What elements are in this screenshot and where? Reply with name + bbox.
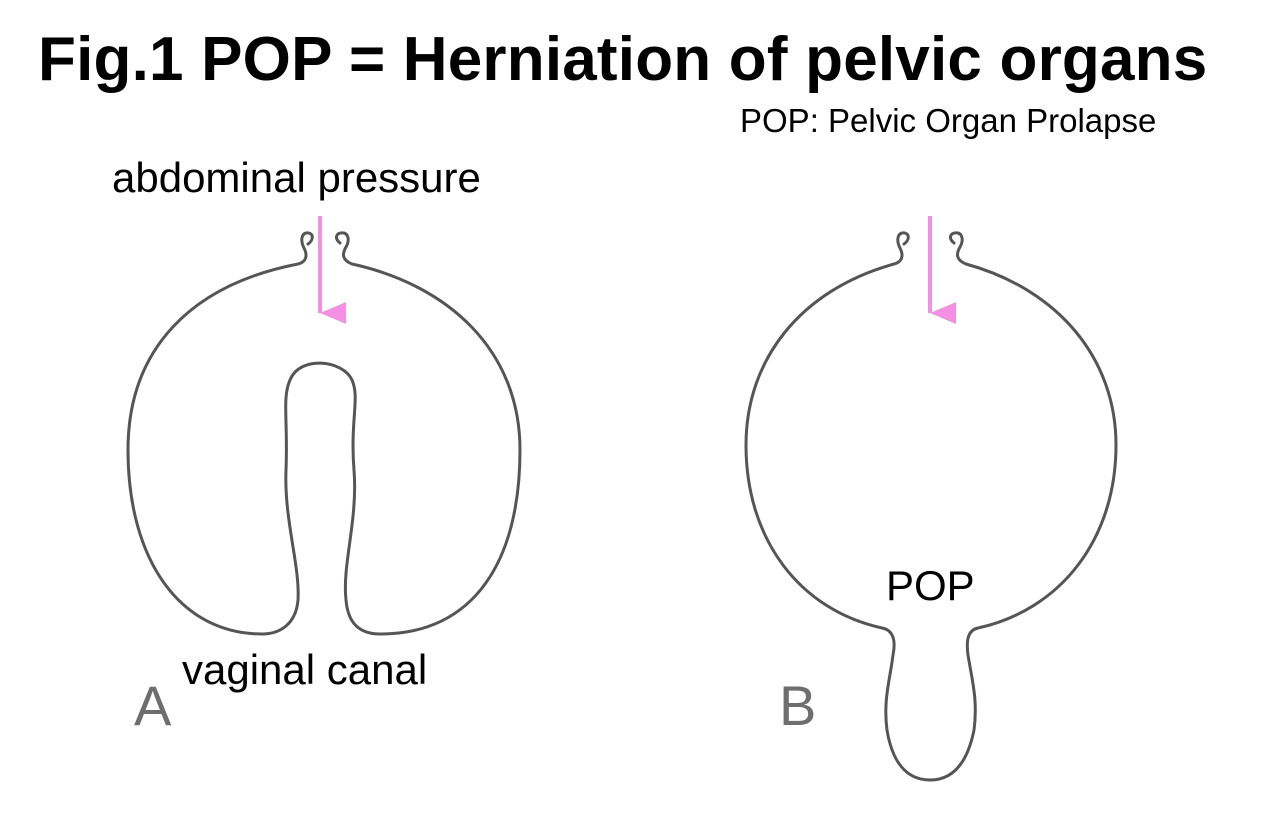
panel-b-letter: B bbox=[779, 674, 817, 737]
panel-a-letter: A bbox=[134, 674, 172, 737]
pop-label: POP bbox=[886, 562, 975, 609]
panel-b-cavity-outline bbox=[744, 231, 1118, 782]
panel-a-diagram bbox=[126, 216, 522, 636]
figure-title: Fig.1 POP = Herniation of pelvic organs bbox=[38, 25, 1208, 94]
panel-b-diagram bbox=[744, 216, 1118, 782]
vaginal-canal-label: vaginal canal bbox=[182, 646, 428, 693]
abbreviation-note: POP: Pelvic Organ Prolapse bbox=[740, 102, 1157, 139]
panel-a-cavity-outline bbox=[126, 231, 522, 636]
abdominal-pressure-label: abdominal pressure bbox=[112, 154, 481, 201]
